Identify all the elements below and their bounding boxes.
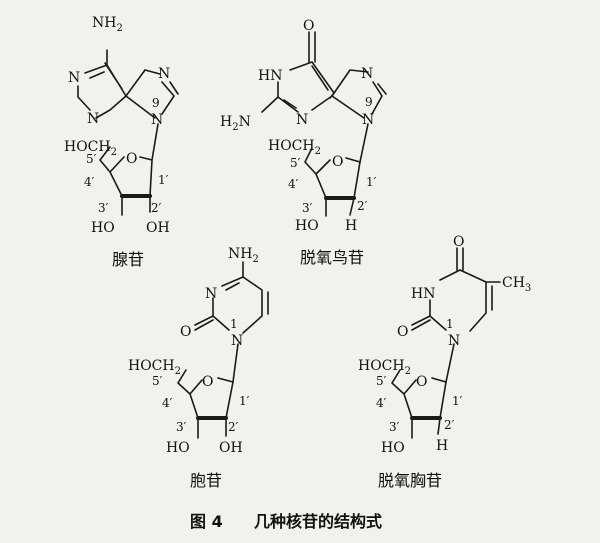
atom-hoch2: HOCH2 [64,139,117,158]
position-1p: 1′ [158,173,169,187]
cytidine-structure: NH2 N O N 1 HOCH2 O 5′ 4′ 1′ 3′ 2′ HO OH… [128,246,269,490]
atom-h2n: H2N [220,114,251,133]
position-5p: 5′ [86,152,97,166]
atom-hoch2: HOCH2 [358,358,411,377]
atom-n3: N [87,111,99,127]
figure-caption-label: 图 4 [190,512,223,531]
adenosine-structure: NH2 N N N N 9 HOCH2 O 5′ 4′ 1′ 3′ 2′ HO … [64,15,179,269]
position-3p: 3′ [302,201,313,215]
name-thymidine: 脱氧胸苷 [378,471,442,490]
atom-h-2p: H [345,218,357,234]
figure-caption-text: 几种核苷的结构式 [254,512,382,531]
position-4p: 4′ [162,396,173,410]
position-1: 1 [446,317,454,331]
atom-nh2: NH2 [228,246,259,265]
position-4p: 4′ [84,175,95,189]
position-1p: 1′ [366,175,377,189]
atom-n9: N [151,112,163,128]
position-2p: 2′ [444,418,455,432]
atom-o4: O [453,234,464,250]
atom-o6: O [303,18,314,34]
position-2p: 2′ [151,201,162,215]
atom-n3: N [296,112,308,128]
position-2p: 2′ [357,199,368,213]
position-5p: 5′ [290,156,301,170]
atom-n1: N [448,333,460,349]
position-3p: 3′ [176,420,187,434]
position-1p: 1′ [239,394,250,408]
position-4p: 4′ [376,396,387,410]
atom-nh2: NH2 [92,15,123,34]
position-3p: 3′ [389,420,400,434]
atom-n7: N [158,66,170,82]
position-1: 1 [230,317,238,331]
name-cytidine: 胞苷 [190,471,222,490]
atom-oh-2p: OH [219,440,243,456]
atom-hoch2: HOCH2 [268,138,321,157]
position-1p: 1′ [452,394,463,408]
position-5p: 5′ [376,374,387,388]
atom-n1: N [231,333,243,349]
atom-hn1: HN [258,68,282,84]
atom-o2: O [180,324,191,340]
position-3p: 3′ [98,201,109,215]
position-9: 9 [152,96,160,110]
thymidine-structure: O CH3 HN O N 1 HOCH2 O 5′ 4′ 1′ 3′ 2′ HO… [358,234,531,490]
position-5p: 5′ [152,374,163,388]
atom-ho-3p: HO [166,440,190,456]
atom-n3: N [205,286,217,302]
atom-n9: N [362,112,374,128]
atom-ring-o: O [416,374,427,390]
atom-hoch2: HOCH2 [128,358,181,377]
deoxyguanosine-structure: O HN N H2N N N 9 HOCH2 O 5′ 4′ 1′ 3′ 2′ … [220,18,387,267]
atom-ho-3p: HO [91,220,115,236]
name-adenosine: 腺苷 [112,250,144,269]
atom-ring-o: O [332,154,343,170]
atom-n7: N [361,66,373,82]
position-4p: 4′ [288,177,299,191]
atom-h-2p: H [436,438,448,454]
atom-hn3: HN [411,286,435,302]
atom-ho-3p: HO [295,218,319,234]
atom-ring-o: O [126,151,137,167]
atom-o2: O [397,324,408,340]
atom-ch3: CH3 [502,275,531,294]
atom-ring-o: O [202,374,213,390]
position-9: 9 [365,95,373,109]
name-deoxyguanosine: 脱氧鸟苷 [300,248,364,267]
atom-oh-2p: OH [146,220,170,236]
atom-ho-3p: HO [381,440,405,456]
position-2p: 2′ [228,420,239,434]
atom-n1: N [68,70,80,86]
